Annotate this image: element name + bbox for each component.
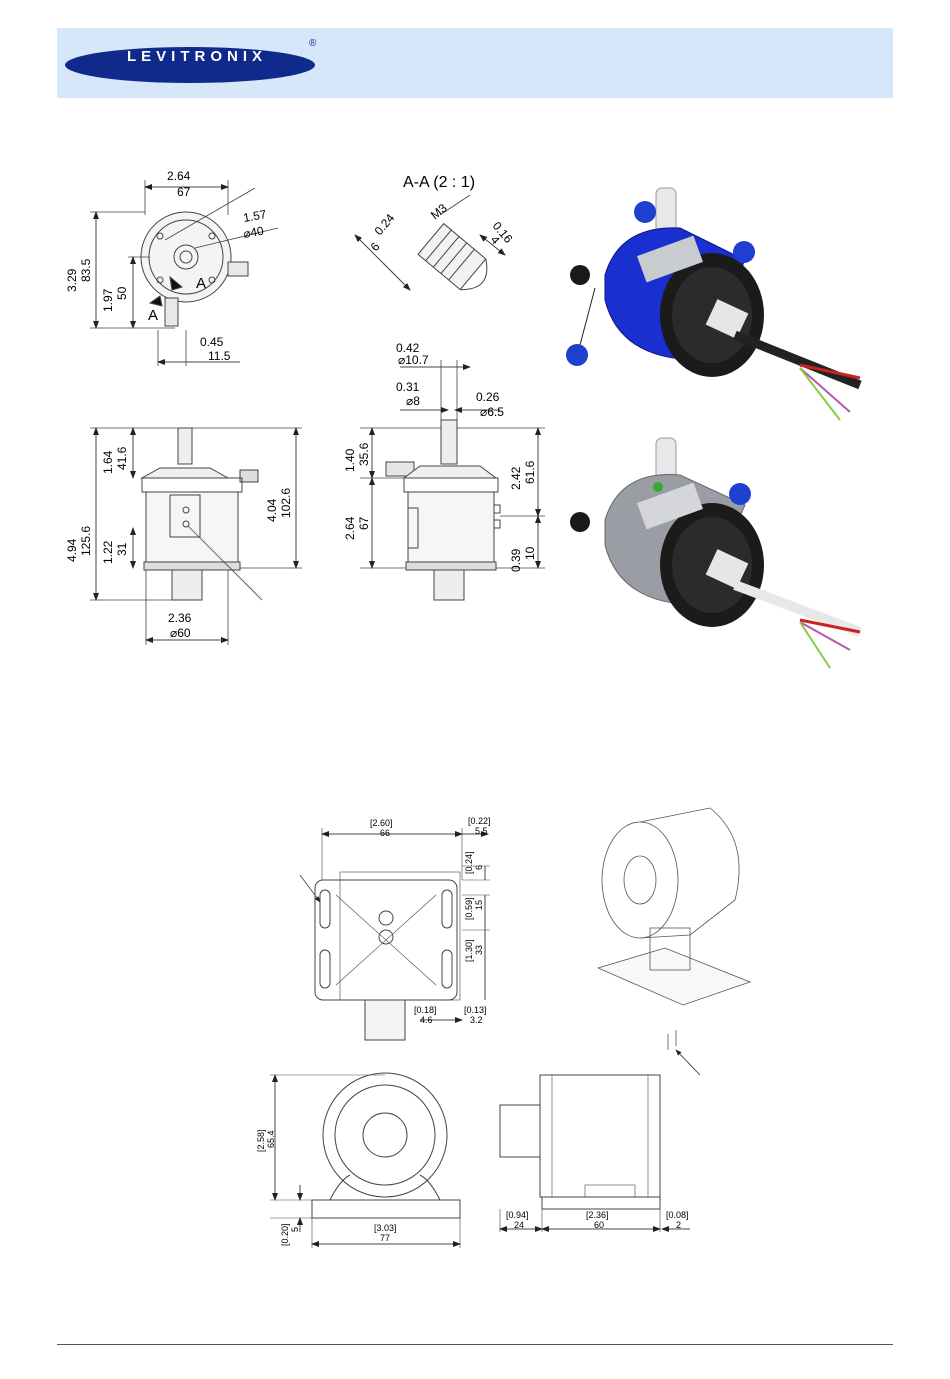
pump-render-gray (570, 437, 862, 669)
pump-front-view (90, 180, 279, 366)
side2-bottom-mm: 67 (357, 516, 371, 530)
side-height-mm: 125.6 (79, 526, 93, 556)
bracket-front-base-mm: 5 (290, 1227, 300, 1232)
side-right-mm: 102.6 (279, 488, 293, 518)
side2-top-mm: 35.6 (357, 442, 371, 466)
bracket-top-s1-mm: 4.6 (420, 1015, 433, 1025)
registered-mark: ® (309, 38, 317, 49)
section-dim-a-mm: 6 (368, 240, 383, 254)
side2-d2-in: 0.31 (396, 380, 420, 394)
bracket-top-edge-mm: 5.5 (475, 826, 488, 836)
pump-side-view (90, 427, 302, 645)
side-dia-mm: ⌀60 (170, 626, 191, 640)
side2-right-mm: 61.6 (523, 460, 537, 484)
side2-right-in: 2.42 (509, 466, 523, 490)
header-banner: LEVITRONIX ® (57, 28, 893, 98)
dim-front-height-in: 3.29 (65, 268, 79, 292)
bracket-top-v1-mm: 6 (474, 865, 484, 870)
bracket-top-s2-mm: 3.2 (470, 1015, 483, 1025)
bracket-top-v2-mm: 15 (474, 900, 484, 910)
bracket-top-v1-in: [0.24] (464, 851, 474, 874)
footer-divider (57, 1344, 893, 1345)
dim-front-h2-mm: 50 (115, 286, 129, 300)
bracket-front-height-mm: 65.4 (266, 1130, 276, 1148)
dim-front-width-in: 2.64 (167, 169, 191, 183)
side2-d1-mm: ⌀10.7 (398, 353, 429, 367)
dim-front-h2-in: 1.97 (101, 288, 115, 312)
dim-front-height-mm: 83.5 (79, 258, 93, 282)
side-top-mm: 41.6 (115, 446, 129, 470)
section-dim-a-in: 0.24 (372, 211, 398, 238)
side2-bottom-in: 2.64 (343, 516, 357, 540)
side-height-in: 4.94 (65, 538, 79, 562)
bracket-front-width-mm: 77 (380, 1233, 390, 1243)
side2-d3-mm: ⌀6.5 (480, 405, 504, 419)
bracket-top-view (299, 828, 490, 1041)
bracket-front-base-in: [0.20] (280, 1223, 290, 1246)
dim-front-offset-in: 0.45 (200, 335, 224, 349)
side2-d1-in: 0.42 (396, 341, 420, 355)
side2-d3-in: 0.26 (476, 390, 500, 404)
bracket-top-v3-mm: 33 (474, 945, 484, 955)
brand-name: LEVITRONIX (127, 48, 268, 65)
bracket-side-b-in: [2.36] (586, 1210, 609, 1220)
bracket-side-c-mm: 2 (676, 1220, 681, 1230)
bracket-top-edge-in: [0.22] (468, 816, 491, 826)
dim-front-offset-mm: 11.5 (208, 349, 231, 363)
bracket-side-b-mm: 60 (594, 1220, 604, 1230)
bracket-top-width-mm: 66 (380, 828, 390, 838)
side-dia-in: 2.36 (168, 611, 192, 625)
section-label-a-right: A (196, 275, 206, 292)
dim-front-width-mm: 67 (177, 185, 191, 199)
bracket-top-s2-in: [0.13] (464, 1005, 487, 1015)
section-title: A-A (2 : 1) (403, 174, 475, 191)
section-aa-view (354, 194, 506, 291)
section-thread: M3 (428, 201, 450, 223)
bracket-isometric (596, 807, 752, 1076)
bracket-side-view (499, 1074, 690, 1232)
side-right-in: 4.04 (265, 498, 279, 522)
dim-front-dia-in: 1.57 (242, 207, 268, 225)
bracket-top-width-in: [2.60] (370, 818, 393, 828)
bracket-front-view (270, 1072, 461, 1248)
bracket-top-v3-in: [1.30] (464, 939, 474, 962)
bracket-front-width-in: [3.03] (374, 1223, 397, 1233)
side2-right2-mm: 10 (523, 546, 537, 560)
bracket-side-a-in: [0.94] (506, 1210, 529, 1220)
bracket-front-height-in: [2.58] (256, 1129, 266, 1152)
bracket-side-c-in: [0.08] (666, 1210, 689, 1220)
side2-right2-in: 0.39 (509, 548, 523, 572)
pump-side-view-2 (360, 360, 545, 601)
side-bottom-in: 1.22 (101, 540, 115, 564)
bracket-top-s1-in: [0.18] (414, 1005, 437, 1015)
section-label-a-left: A (148, 307, 158, 324)
levitronix-logo (65, 47, 315, 83)
dim-front-dia-mm: ⌀40 (242, 224, 265, 241)
side-bottom-mm: 31 (115, 542, 129, 556)
bracket-top-v2-in: [0.59] (464, 897, 474, 920)
pump-render-blue (566, 187, 862, 421)
bracket-side-a-mm: 24 (514, 1220, 524, 1230)
side-top-in: 1.64 (101, 450, 115, 474)
side2-d2-mm: ⌀8 (406, 394, 420, 408)
side2-top-in: 1.40 (343, 448, 357, 472)
